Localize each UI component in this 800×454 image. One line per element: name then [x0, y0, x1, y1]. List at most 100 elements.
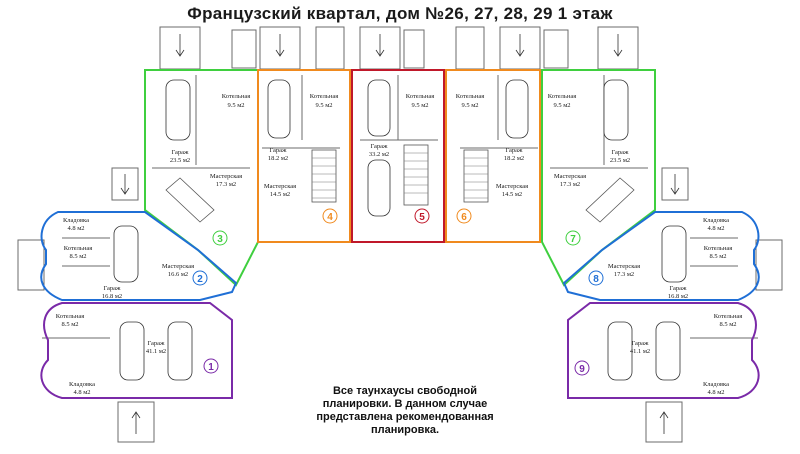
room-area: 4.8 м2: [73, 389, 90, 396]
room-label: Котельная: [64, 245, 92, 252]
unit-marker-1: 1: [203, 358, 219, 374]
room-area: 4.8 м2: [707, 389, 724, 396]
car-icon: [119, 321, 145, 381]
room-area: 8.5 м2: [69, 253, 86, 260]
car-icon: [165, 79, 191, 141]
entrance-canopy: [111, 167, 139, 201]
arrow-down-icon: [613, 34, 623, 57]
room-label: Гараж: [505, 147, 523, 154]
unit-markers: 1 2 3 4 5 6 7: [192, 208, 604, 376]
room-area: 4.8 м2: [707, 225, 724, 232]
room-area: 41.1 м2: [146, 348, 166, 355]
note-line: Все таунхаусы свободной: [332, 385, 478, 397]
room-label: Мастерская: [162, 263, 194, 270]
room-label: Котельная: [704, 245, 732, 252]
room-area: 16.8 м2: [668, 293, 688, 300]
staircase: [165, 177, 215, 223]
room-label: Кладовка: [703, 217, 729, 224]
unit-marker-2: 2: [192, 270, 208, 286]
room-area: 8.5 м2: [719, 321, 736, 328]
room-label: Котельная: [714, 313, 742, 320]
stair-steps: [312, 152, 488, 199]
unit-number: 6: [461, 212, 467, 223]
room-label: Кладовка: [69, 381, 95, 388]
entrance-canopy: [455, 26, 485, 70]
room-area: 23.5 м2: [170, 157, 190, 164]
room-area: 16.6 м2: [168, 271, 188, 278]
room-area: 4.8 м2: [67, 225, 84, 232]
arrow-down-icon: [275, 34, 285, 57]
unit-marker-6: 6: [456, 208, 472, 224]
unit-marker-8: 8: [588, 270, 604, 286]
room-area: 9.5 м2: [411, 102, 428, 109]
car-icon: [367, 159, 391, 217]
stair-block: [403, 29, 425, 69]
unit-marker-3: 3: [212, 230, 228, 246]
room-label: Гараж: [269, 147, 287, 154]
room-area: 33.2 м2: [369, 151, 389, 158]
arrow-up-icon: [659, 411, 669, 434]
unit-outline-9: [567, 302, 760, 399]
room-label: Котельная: [222, 93, 250, 100]
unit-marker-7: 7: [565, 230, 581, 246]
room-area: 9.5 м2: [227, 102, 244, 109]
room-area: 18.2 м2: [268, 155, 288, 162]
car-icon: [113, 225, 139, 283]
room-label: Котельная: [456, 93, 484, 100]
unit-marker-9: 9: [574, 360, 590, 376]
staircase: [311, 149, 337, 203]
arrow-up-icon: [131, 411, 141, 434]
room-area: 17.3 м2: [560, 181, 580, 188]
car-icon: [607, 321, 633, 381]
terrace: [755, 239, 783, 291]
room-label: Гараж: [669, 285, 687, 292]
room-label: Мастерская: [554, 173, 586, 180]
room-label: Котельная: [548, 93, 576, 100]
room-label: Котельная: [56, 313, 84, 320]
unit-outline-5: [351, 69, 445, 243]
room-label: Гараж: [147, 340, 165, 347]
car-icon: [603, 79, 629, 141]
unit-outlines: [40, 69, 760, 399]
room-area: 14.5 м2: [502, 191, 522, 198]
arrow-down-icon: [515, 34, 525, 57]
room-label: Мастерская: [608, 263, 640, 270]
unit-outline-6: [445, 69, 541, 243]
staircase: [585, 177, 635, 223]
arrow-down-icon: [175, 34, 185, 57]
room-label: Мастерская: [496, 183, 528, 190]
unit-number: 7: [570, 234, 576, 245]
room-area: 14.5 м2: [270, 191, 290, 198]
room-area: 9.5 м2: [553, 102, 570, 109]
room-area: 17.3 м2: [216, 181, 236, 188]
room-label: Кладовка: [703, 381, 729, 388]
room-area: 17.3 м2: [614, 271, 634, 278]
room-area: 23.5 м2: [610, 157, 630, 164]
planning-note: Все таунхаусы свободной планировки. В да…: [262, 385, 548, 437]
page-title: Французский квартал, дом №26, 27, 28, 29…: [187, 4, 613, 23]
car-icon: [661, 225, 687, 283]
unit-number: 8: [593, 274, 599, 285]
staircase: [463, 149, 489, 203]
entrance-arrows: [120, 34, 680, 434]
room-label: Мастерская: [210, 173, 242, 180]
room-label: Котельная: [406, 93, 434, 100]
room-label: Гараж: [611, 149, 629, 156]
note-line: представлена рекомендованная: [316, 411, 494, 423]
unit-outline-8: [562, 211, 760, 301]
stair-block: [543, 29, 569, 69]
entrance-canopy: [315, 26, 345, 70]
unit-marker-4: 4: [322, 208, 338, 224]
room-label: Гараж: [171, 149, 189, 156]
stair-block: [231, 29, 257, 69]
unit-outline-4: [257, 69, 351, 243]
car-icon: [267, 79, 291, 139]
room-label: Гараж: [103, 285, 121, 292]
unit-number: 9: [579, 364, 585, 375]
unit-outline-1: [40, 302, 233, 399]
room-label: Мастерская: [264, 183, 296, 190]
room-area: 9.5 м2: [461, 102, 478, 109]
entrance-canopy: [645, 401, 683, 443]
room-area: 16.8 м2: [102, 293, 122, 300]
